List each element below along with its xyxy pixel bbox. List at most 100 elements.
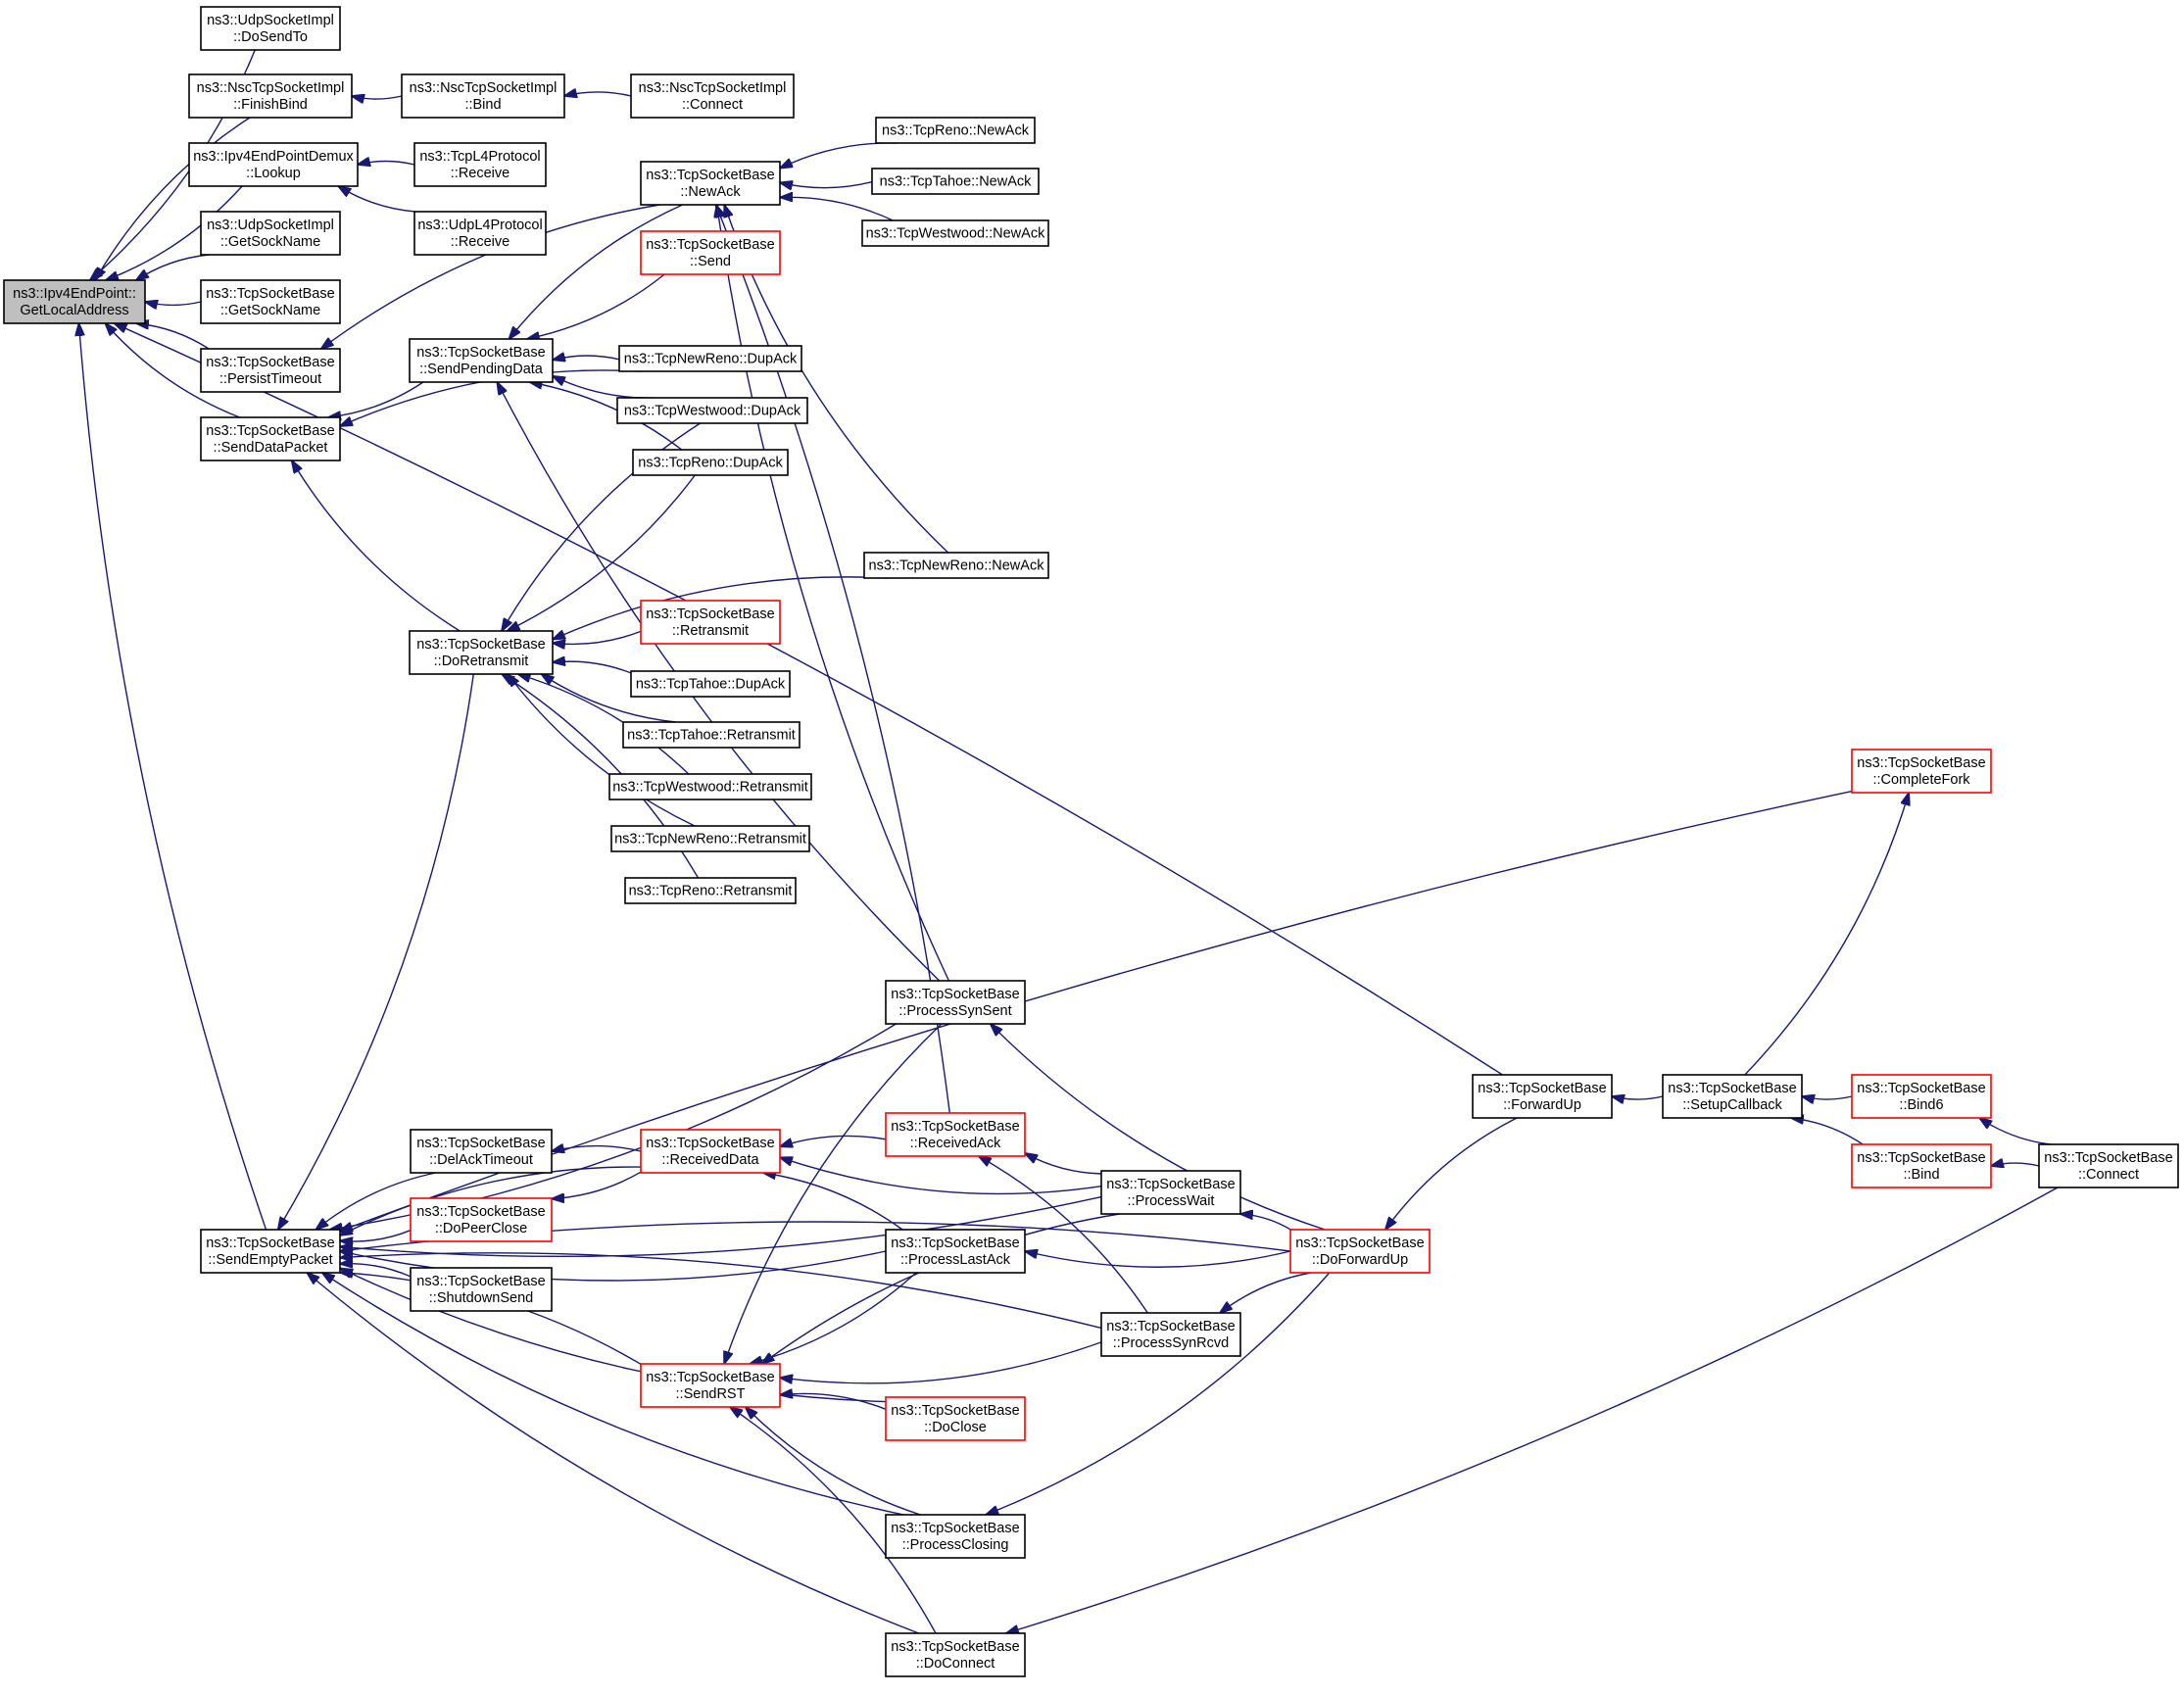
node-tsb_doclose[interactable]: ns3::TcpSocketBase::DoClose	[885, 1396, 1026, 1441]
node-label-line: ns3::TcpSocketBase	[206, 423, 334, 439]
node-tsb_processlastack[interactable]: ns3::TcpSocketBase::ProcessLastAck	[885, 1229, 1026, 1274]
node-reno_retransmit[interactable]: ns3::TcpReno::Retransmit	[624, 877, 797, 904]
node-nsc_connect[interactable]: ns3::NscTcpSocketImpl::Connect	[630, 73, 795, 119]
node-tsb_bind6[interactable]: ns3::TcpSocketBase::Bind6	[1851, 1074, 1992, 1119]
node-tsb_senddatapacket[interactable]: ns3::TcpSocketBase::SendDataPacket	[200, 416, 341, 461]
node-box	[1289, 1229, 1431, 1274]
call-edge-tsb_doretransmit-to-tsb_senddatapacket	[292, 460, 461, 632]
node-tsb_dopeerclose[interactable]: ns3::TcpSocketBase::DoPeerClose	[410, 1197, 553, 1242]
node-label-line: ::Bind6	[1899, 1097, 1943, 1113]
call-edge-tsb_processclosing-to-tsb_sendemptypacket	[322, 1273, 904, 1516]
node-newreno_dupack[interactable]: ns3::TcpNewReno::DupAck	[618, 345, 802, 372]
node-tsb_forwardup[interactable]: ns3::TcpSocketBase::ForwardUp	[1472, 1074, 1613, 1119]
node-demux_lookup[interactable]: ns3::Ipv4EndPointDemux::Lookup	[188, 142, 359, 187]
node-tsb_completefork[interactable]: ns3::TcpSocketBase::CompleteFork	[1851, 749, 1992, 794]
node-tsb_retransmit[interactable]: ns3::TcpSocketBase::Retransmit	[640, 600, 781, 645]
node-tsb_sendemptypacket[interactable]: ns3::TcpSocketBase::SendEmptyPacket	[200, 1229, 341, 1274]
node-box	[1472, 1074, 1613, 1119]
node-label-line: ns3::TcpSocketBase	[1106, 1319, 1235, 1334]
node-tsb_doforwardup[interactable]: ns3::TcpSocketBase::DoForwardUp	[1289, 1229, 1431, 1274]
node-westwood_retransmit[interactable]: ns3::TcpWestwood::Retransmit	[608, 773, 812, 800]
call-edge-tsb_setupcallback-to-tsb_forwardup	[1612, 1096, 1664, 1099]
node-tsb_processclosing[interactable]: ns3::TcpSocketBase::ProcessClosing	[885, 1514, 1026, 1559]
node-root[interactable]: ns3::Ipv4EndPoint::GetLocalAddress	[3, 279, 146, 324]
call-edge-tsb_doclose-to-tsb_sendrst	[780, 1393, 887, 1410]
node-udpl4_receive[interactable]: ns3::UdpL4Protocol::Receive	[413, 211, 547, 256]
node-tsb_setupcallback[interactable]: ns3::TcpSocketBase::SetupCallback	[1662, 1074, 1803, 1119]
node-tsb_receiveddata[interactable]: ns3::TcpSocketBase::ReceivedData	[640, 1129, 781, 1174]
node-label-line: ns3::TcpSocketBase	[1668, 1081, 1796, 1096]
node-label-line: ns3::TcpSocketBase	[416, 345, 545, 361]
node-label-line: ::Bind	[1903, 1167, 1939, 1183]
call-edge-tsb_processsynrcvd-to-tsb_sendrst	[780, 1341, 1102, 1383]
node-tsb_processsynrcvd[interactable]: ns3::TcpSocketBase::ProcessSynRcvd	[1100, 1312, 1241, 1357]
node-label-line: ::GetSockName	[220, 234, 320, 250]
node-tcpl4_receive[interactable]: ns3::TcpL4Protocol::Receive	[413, 142, 547, 187]
node-tahoe_newack[interactable]: ns3::TcpTahoe::NewAck	[871, 168, 1040, 195]
node-tsb_delacktimeout[interactable]: ns3::TcpSocketBase::DelAckTimeout	[410, 1129, 553, 1174]
call-edge-newreno_retransmit-to-tsb_doretransmit	[508, 674, 696, 827]
call-edge-tcpl4_receive-to-demux_lookup	[358, 162, 415, 166]
node-newreno_retransmit[interactable]: ns3::TcpNewReno::Retransmit	[610, 825, 810, 852]
node-tsb_sendrst[interactable]: ns3::TcpSocketBase::SendRST	[640, 1363, 781, 1408]
call-edge-tsb_retransmit-to-tsb_doretransmit	[553, 630, 642, 644]
node-udp_getsockname[interactable]: ns3::UdpSocketImpl::GetSockName	[200, 211, 341, 256]
node-label-line: ns3::TcpSocketBase	[891, 1639, 1019, 1655]
node-tsb_newack[interactable]: ns3::TcpSocketBase::NewAck	[640, 161, 781, 206]
node-box	[861, 219, 1049, 247]
node-box	[885, 1229, 1026, 1274]
node-tsb_bind[interactable]: ns3::TcpSocketBase::Bind	[1851, 1143, 1992, 1188]
node-tsb_sendpendingdata[interactable]: ns3::TcpSocketBase::SendPendingData	[409, 338, 554, 383]
node-label-line: ::Receive	[451, 234, 510, 250]
call-edge-tsb_processsynsent-to-tsb_sendpendingdata	[497, 382, 941, 982]
node-box	[875, 117, 1036, 144]
node-reno_dupack[interactable]: ns3::TcpReno::DupAck	[632, 449, 789, 476]
node-box	[622, 721, 801, 749]
node-label-line: ns3::TcpSocketBase	[416, 1204, 545, 1220]
call-edge-tsb_receiveddata-to-tsb_dopeerclose	[552, 1171, 642, 1198]
node-westwood_dupack[interactable]: ns3::TcpWestwood::DupAck	[616, 397, 808, 424]
node-tsb_receivedack[interactable]: ns3::TcpSocketBase::ReceivedAck	[885, 1112, 1026, 1157]
call-edge-tsb_processwait-to-tsb_receivedack	[1025, 1153, 1102, 1175]
node-label-line: ns3::TcpSocketBase	[646, 168, 774, 183]
node-label-line: ns3::TcpSocketBase	[1106, 1177, 1235, 1192]
node-tsb_persisttimeout[interactable]: ns3::TcpSocketBase::PersistTimeout	[200, 348, 341, 393]
node-box	[413, 142, 547, 187]
node-tahoe_dupack[interactable]: ns3::TcpTahoe::DupAck	[630, 670, 791, 698]
node-label-line: ::DoForwardUp	[1312, 1252, 1408, 1268]
node-box	[1100, 1312, 1241, 1357]
node-tsb_doretransmit[interactable]: ns3::TcpSocketBase::DoRetransmit	[409, 630, 554, 675]
call-edge-tsb_processlastack-to-tsb_receiveddata	[763, 1173, 903, 1231]
node-layer: ns3::Ipv4EndPoint::GetLocalAddress ns3::U…	[3, 6, 2179, 1677]
node-label-line: ::SendPendingData	[419, 362, 544, 377]
node-reno_newack[interactable]: ns3::TcpReno::NewAck	[875, 117, 1036, 144]
node-tsb_processwait[interactable]: ns3::TcpSocketBase::ProcessWait	[1100, 1170, 1241, 1215]
node-label-line: ::PersistTimeout	[219, 371, 321, 387]
node-newreno_newack[interactable]: ns3::TcpNewReno::NewAck	[863, 552, 1049, 579]
node-tsb_doconnect[interactable]: ns3::TcpSocketBase::DoConnect	[885, 1632, 1026, 1677]
node-box	[409, 338, 554, 383]
node-tsb_send[interactable]: ns3::TcpSocketBase::Send	[640, 230, 781, 275]
node-westwood_newack[interactable]: ns3::TcpWestwood::NewAck	[861, 219, 1049, 247]
call-edge-tsb_processlastack-to-tsb_sendemptypacket	[340, 1251, 887, 1282]
node-nsc_finishbind[interactable]: ns3::NscTcpSocketImpl::FinishBind	[188, 73, 353, 119]
call-edge-tsb_doretransmit-to-tsb_sendemptypacket	[278, 673, 474, 1230]
node-tsb_getsockname[interactable]: ns3::TcpSocketBase::GetSockName	[200, 279, 341, 324]
call-edge-tsb_processsynsent-to-tsb_newack	[717, 205, 950, 982]
node-box	[885, 1514, 1026, 1559]
node-label-line: ::ProcessSynRcvd	[1113, 1335, 1229, 1351]
node-tsb_shutdownsend[interactable]: ns3::TcpSocketBase::ShutdownSend	[410, 1267, 553, 1312]
call-edge-tsb_newack-to-tsb_sendpendingdata	[509, 204, 683, 339]
node-label-line: ns3::TcpSocketBase	[891, 1521, 1019, 1536]
node-tsb_processsynsent[interactable]: ns3::TcpSocketBase::ProcessSynSent	[885, 980, 1026, 1025]
node-box	[200, 279, 341, 324]
node-box	[1851, 1143, 1992, 1188]
node-tahoe_retransmit[interactable]: ns3::TcpTahoe::Retransmit	[622, 721, 801, 749]
call-edge-tsb_processwait-to-tsb_receiveddata	[780, 1157, 1102, 1195]
call-edge-reno_dupack-to-tsb_sendpendingdata	[530, 382, 683, 451]
node-nsc_bind[interactable]: ns3::NscTcpSocketImpl::Bind	[401, 73, 565, 119]
node-label-line: ns3::NscTcpSocketImpl	[410, 80, 558, 96]
node-udp_dosendto[interactable]: ns3::UdpSocketImpl::DoSendTo	[200, 6, 341, 51]
node-tsb_connect[interactable]: ns3::TcpSocketBase::Connect	[2038, 1143, 2179, 1188]
call-edge-tsb_doconnect-to-tsb_sendemptypacket	[307, 1273, 919, 1634]
